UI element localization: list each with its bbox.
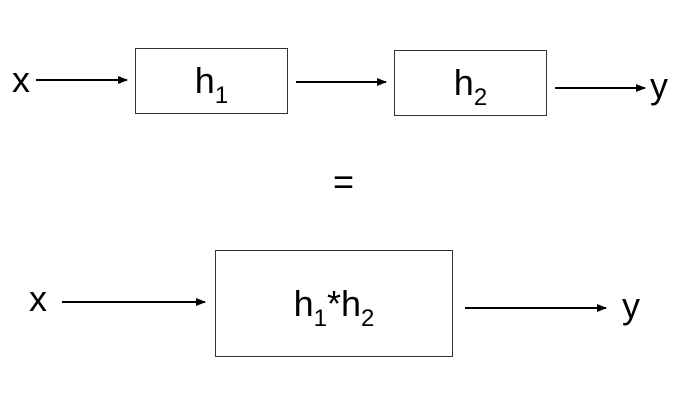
block-h1-conv-h2: h1*h2 — [215, 250, 453, 357]
bottom-input-label: x — [29, 278, 47, 319]
block-h1-conv-h2-text: h1*h2 — [293, 282, 375, 332]
top-output-label: y — [650, 65, 668, 106]
block-h2: h2 — [394, 50, 547, 116]
block-h2-text: h2 — [453, 62, 488, 111]
block-h1: h1 — [135, 48, 288, 114]
bottom-output-label: y — [622, 285, 640, 326]
block-h1-text: h1 — [194, 60, 229, 109]
equals-sign: = — [333, 161, 355, 202]
top-input-label: x — [12, 59, 30, 100]
